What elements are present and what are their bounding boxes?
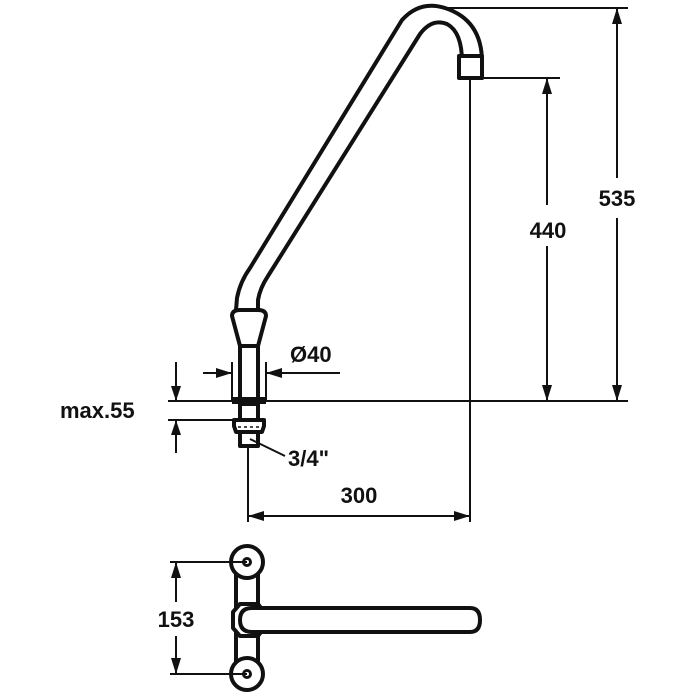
base-diameter-label: Ø40	[290, 342, 332, 367]
lock-nut	[232, 418, 266, 434]
threaded-shank	[238, 402, 260, 422]
thread-size-callout: 3/4"	[249, 438, 329, 471]
plan-view: 153	[158, 544, 482, 692]
total-height-label: 535	[599, 186, 636, 211]
riser-body	[238, 344, 260, 402]
plan-spout-arm	[238, 606, 482, 634]
dimension-projection: 300	[248, 483, 470, 521]
spout-tube-inner	[256, 20, 464, 312]
dimension-outlet-height: 440	[482, 77, 567, 401]
dimension-deck-thickness: max.55	[60, 362, 234, 453]
thread-connector	[238, 430, 260, 448]
deck-thickness-label: max.55	[60, 398, 135, 423]
spout-aerator	[457, 54, 484, 80]
mount-spacing-label: 153	[158, 607, 195, 632]
thread-size-label: 3/4"	[288, 446, 329, 471]
outlet-height-label: 440	[530, 218, 567, 243]
dimension-base-diameter: Ø40	[203, 342, 340, 378]
tapered-collar	[230, 308, 268, 348]
front-elevation	[230, 3, 484, 522]
spout-tube-outer	[234, 3, 484, 312]
projection-label: 300	[341, 483, 378, 508]
dimension-total-height: 535	[168, 7, 636, 402]
